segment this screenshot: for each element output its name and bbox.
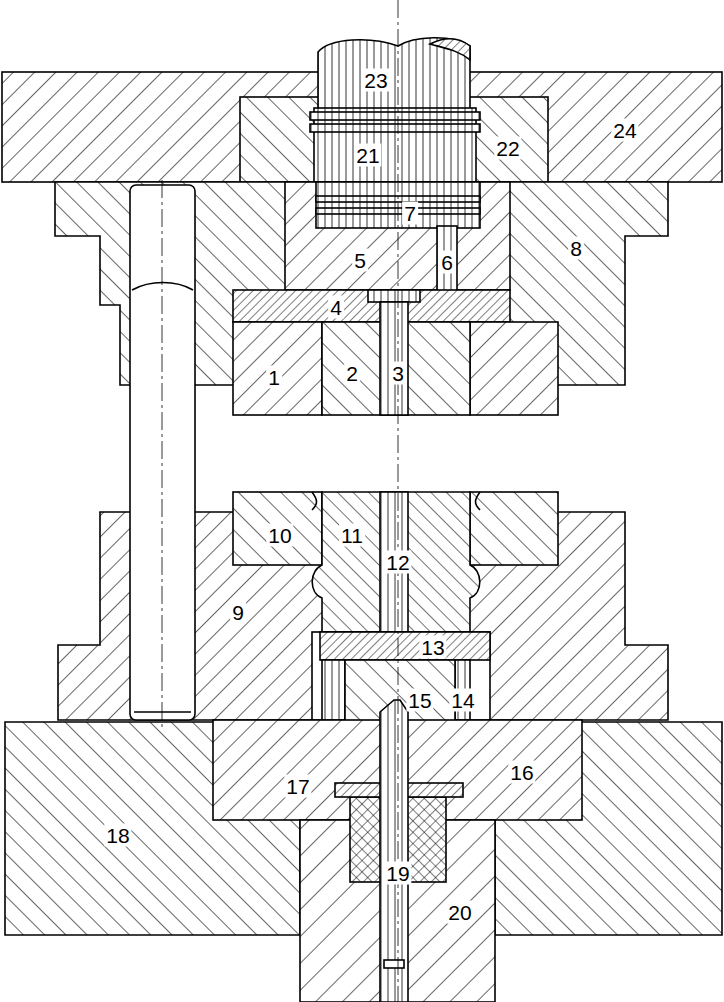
callout-number: 13 (419, 636, 446, 659)
ejector-rod (322, 660, 345, 720)
callout-number: 17 (284, 775, 311, 798)
stripper-ring (233, 492, 322, 565)
shank-collar (310, 112, 480, 120)
callout-number: 23 (362, 69, 389, 92)
callout-number: 7 (402, 202, 418, 225)
callout-number: 8 (568, 237, 584, 260)
shank-collar (310, 124, 480, 132)
shank-break (430, 39, 470, 60)
center-line (398, 0, 399, 1002)
stripper-ring (470, 492, 558, 565)
callout-number: 19 (384, 862, 411, 885)
shank-retainer (240, 97, 548, 182)
callout-number: 12 (384, 551, 411, 574)
callout-number: 3 (390, 362, 406, 385)
center-die (312, 492, 480, 632)
callout-number: 18 (104, 824, 131, 847)
callout-number: 1 (266, 366, 282, 389)
die-ring (470, 322, 558, 415)
callout-number: 10 (266, 524, 293, 547)
callout-number: 14 (449, 689, 476, 712)
guide-pillar (130, 185, 195, 720)
callout-number: 11 (339, 524, 365, 547)
push-rod (380, 700, 408, 1002)
callout-number: 5 (352, 249, 368, 272)
punch-holder (285, 182, 510, 290)
callout-number: 2 (344, 362, 360, 385)
die-ring (233, 322, 322, 415)
rod-end (384, 960, 404, 968)
punch-head (368, 290, 420, 302)
pillar-edge (134, 711, 191, 713)
part-outlines (2, 38, 722, 1002)
center-lines (162, 0, 398, 1002)
ejector-plate (320, 632, 490, 660)
callout-number: 4 (328, 296, 344, 319)
callout-number: 6 (439, 251, 455, 274)
pillar-edge (132, 283, 193, 291)
callout-number: 20 (446, 901, 473, 924)
edge-radius (476, 492, 481, 510)
backing-plate (233, 290, 510, 322)
punch (380, 302, 408, 415)
shank (318, 38, 470, 112)
center-line (162, 180, 163, 730)
callout-number: 9 (230, 601, 246, 624)
callout-number: 24 (611, 119, 638, 142)
callout-number: 21 (354, 144, 381, 167)
edge-radius (312, 492, 317, 510)
callout-number: 16 (508, 761, 535, 784)
callout-number: 22 (494, 137, 521, 160)
callout-number: 15 (406, 689, 433, 712)
